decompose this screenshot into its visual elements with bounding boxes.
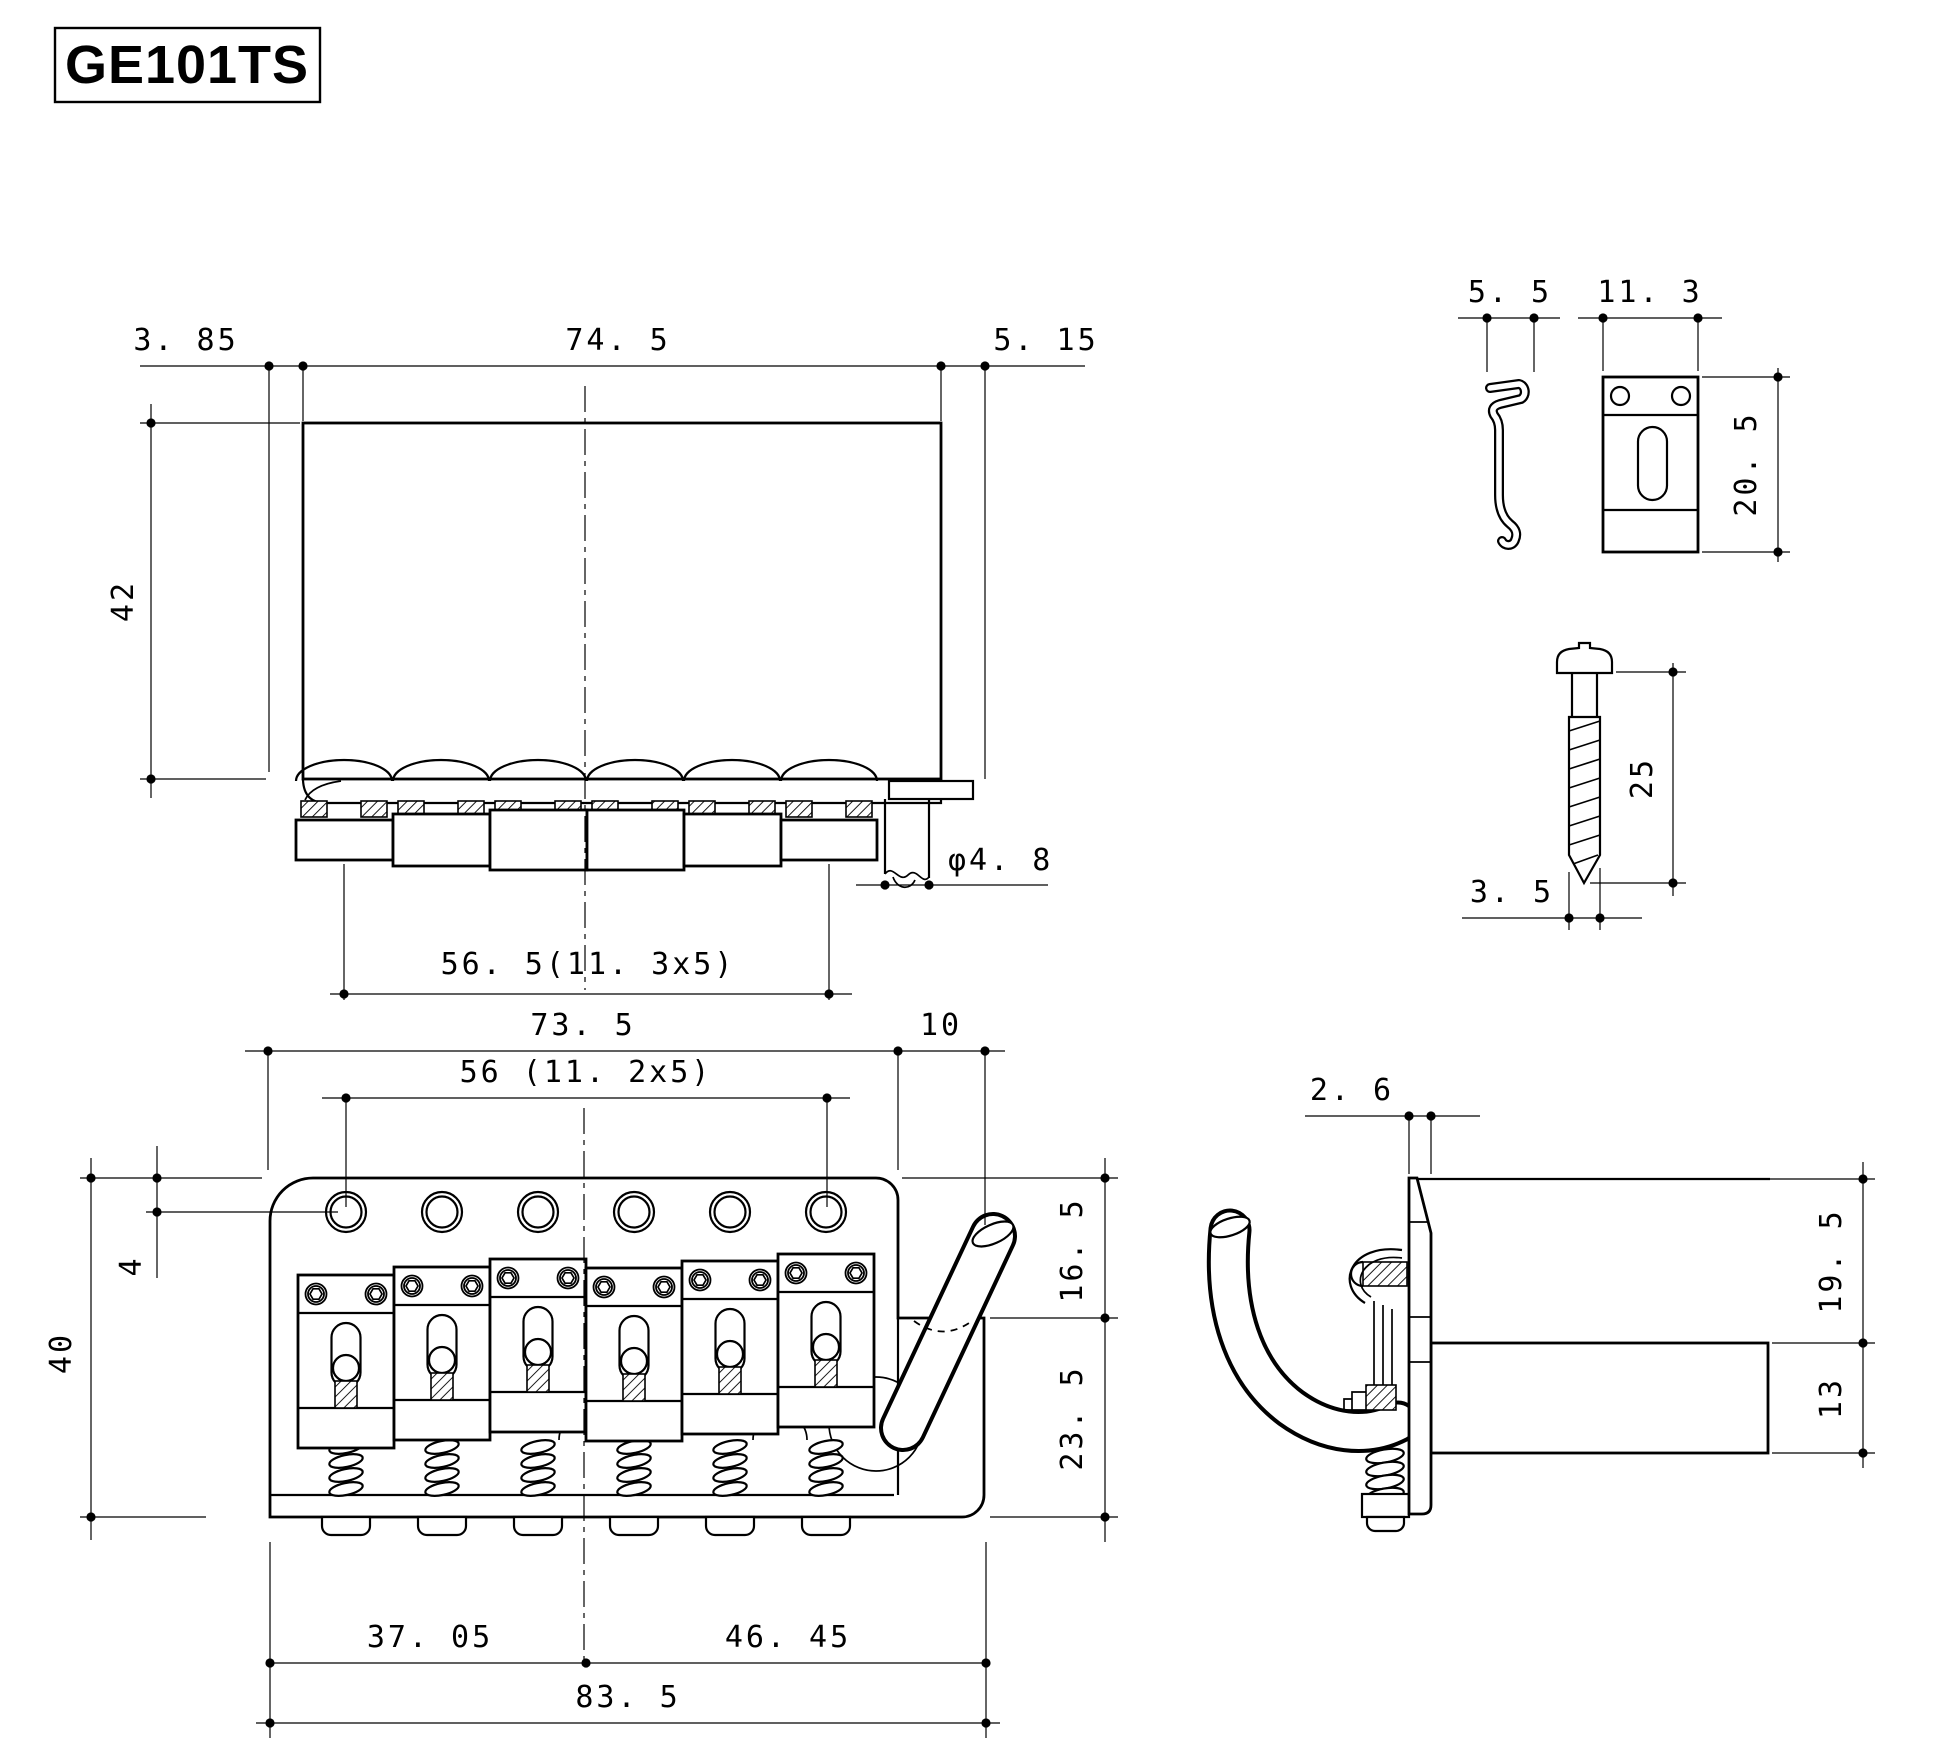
saddles-front [298,1254,874,1448]
dim-front-height: 40 [44,1158,262,1540]
dim-hole-inset: 4 [114,1146,338,1278]
arm-end-face-side [1209,1215,1251,1239]
dim-top-width: 3. 85 74. 5 5. 15 [133,323,1098,779]
saddles-top [294,808,879,872]
arm-end-face [971,1220,1015,1248]
mounting-screw-view: 25 3. 5 [1462,641,1686,930]
side-view: 2. 6 19. 5 13 [1206,1073,1875,1533]
title-box [53,26,322,104]
arm-nut [1360,1492,1411,1519]
dim-thickness-label: 2. 6 [1310,1073,1394,1108]
dim-retainer-width: 11. 3 [1578,275,1722,371]
dim-retainer-width-label: 11. 3 [1597,275,1702,310]
string-scallops [294,758,879,782]
dim-plate-width-label: 74. 5 [565,323,670,358]
dim-arm-diameter-label: φ4. 8 [948,843,1053,878]
base-screw-heads [320,1515,852,1537]
dim-string-spread: 56 (11. 2x5) [322,1055,850,1207]
dim-retainer-height-label: 20. 5 [1729,411,1764,516]
dim-screw-length: 25 [1590,663,1686,896]
dim-screw-length-label: 25 [1625,757,1660,799]
dim-plate-thickness: 2. 6 [1305,1073,1480,1174]
dim-screw-diameter: 3. 5 [1462,868,1642,930]
dim-saddle-spread-label: 56. 5(11. 3x5) [441,947,736,982]
arm-nut-cap [1365,1515,1406,1533]
dim-front-height-label: 40 [44,1332,79,1374]
dim-retainer-height: 20. 5 [1702,368,1790,562]
dim-offset-right-label: 5. 15 [993,323,1098,358]
retainer-clip-side [1485,379,1530,550]
side-view-block [1429,1341,1770,1455]
dim-screw-diameter-label: 3. 5 [1470,875,1554,910]
dim-arm-diameter: φ4. 8 [856,843,1053,890]
top-view-plate [301,421,943,781]
dim-lower-height-label: 23. 5 [1055,1365,1090,1470]
plate-corner-arc [304,780,342,801]
dim-arm-offset-label: 10 [920,1008,962,1043]
top-view: 3. 85 74. 5 5. 15 42 56. 5(11. 3x5) φ4. … [106,323,1098,1000]
top-view-front-edge [301,779,943,805]
dim-bottom-spans: 37. 05 46. 45 83. 5 [256,1542,1000,1738]
dim-right-span-label: 46. 45 [725,1620,851,1655]
arm-collar-hidden [913,1320,973,1333]
plate-section-lines [1409,1221,1431,1363]
arm-holder-mechanism [1343,1248,1408,1411]
model-number: GE101TS [65,35,309,95]
side-view-plate [1407,1176,1433,1516]
dim-depth-label: 42 [106,580,141,622]
arm-socket-tab [887,779,975,801]
dim-side-block-label: 13 [1814,1377,1849,1419]
dim-saddle-spread: 56. 5(11. 3x5) [330,864,852,1000]
string-retainer-views: 5. 5 11. 3 20. 5 [1458,275,1790,562]
dim-offset-left-label: 3. 85 [133,323,238,358]
dim-right-heights: 16. 5 23. 5 [902,1158,1118,1542]
tremolo-arm-rod-top [883,799,931,888]
dim-front-width-label: 73. 5 [530,1008,635,1043]
dim-side-upper-label: 19. 5 [1814,1208,1849,1313]
dim-clip-width-label: 5. 5 [1468,275,1552,310]
dim-front-width: 73. 5 10 [245,1008,1005,1225]
retainer-plate-front [1601,375,1700,554]
dim-total-width-label: 83. 5 [575,1680,680,1715]
dim-left-span-label: 37. 05 [367,1620,493,1655]
screw-threads [1568,720,1601,865]
wood-screw [1555,641,1614,886]
front-view: 73. 5 10 56 (11. 2x5) 4 40 16. 5 23. 5 [44,1008,1118,1738]
dim-clip-width: 5. 5 [1458,275,1560,372]
dim-hole-inset-label: 4 [114,1255,149,1276]
tremolo-arm-front [879,1212,1017,1452]
tremolo-arm-side [1206,1208,1420,1453]
dim-upper-height-label: 16. 5 [1055,1197,1090,1302]
dim-side-heights: 19. 5 13 [1770,1162,1875,1468]
title-block: GE101TS [53,26,322,104]
dim-string-spread-label: 56 (11. 2x5) [460,1055,713,1090]
dim-top-depth: 42 [106,404,300,798]
